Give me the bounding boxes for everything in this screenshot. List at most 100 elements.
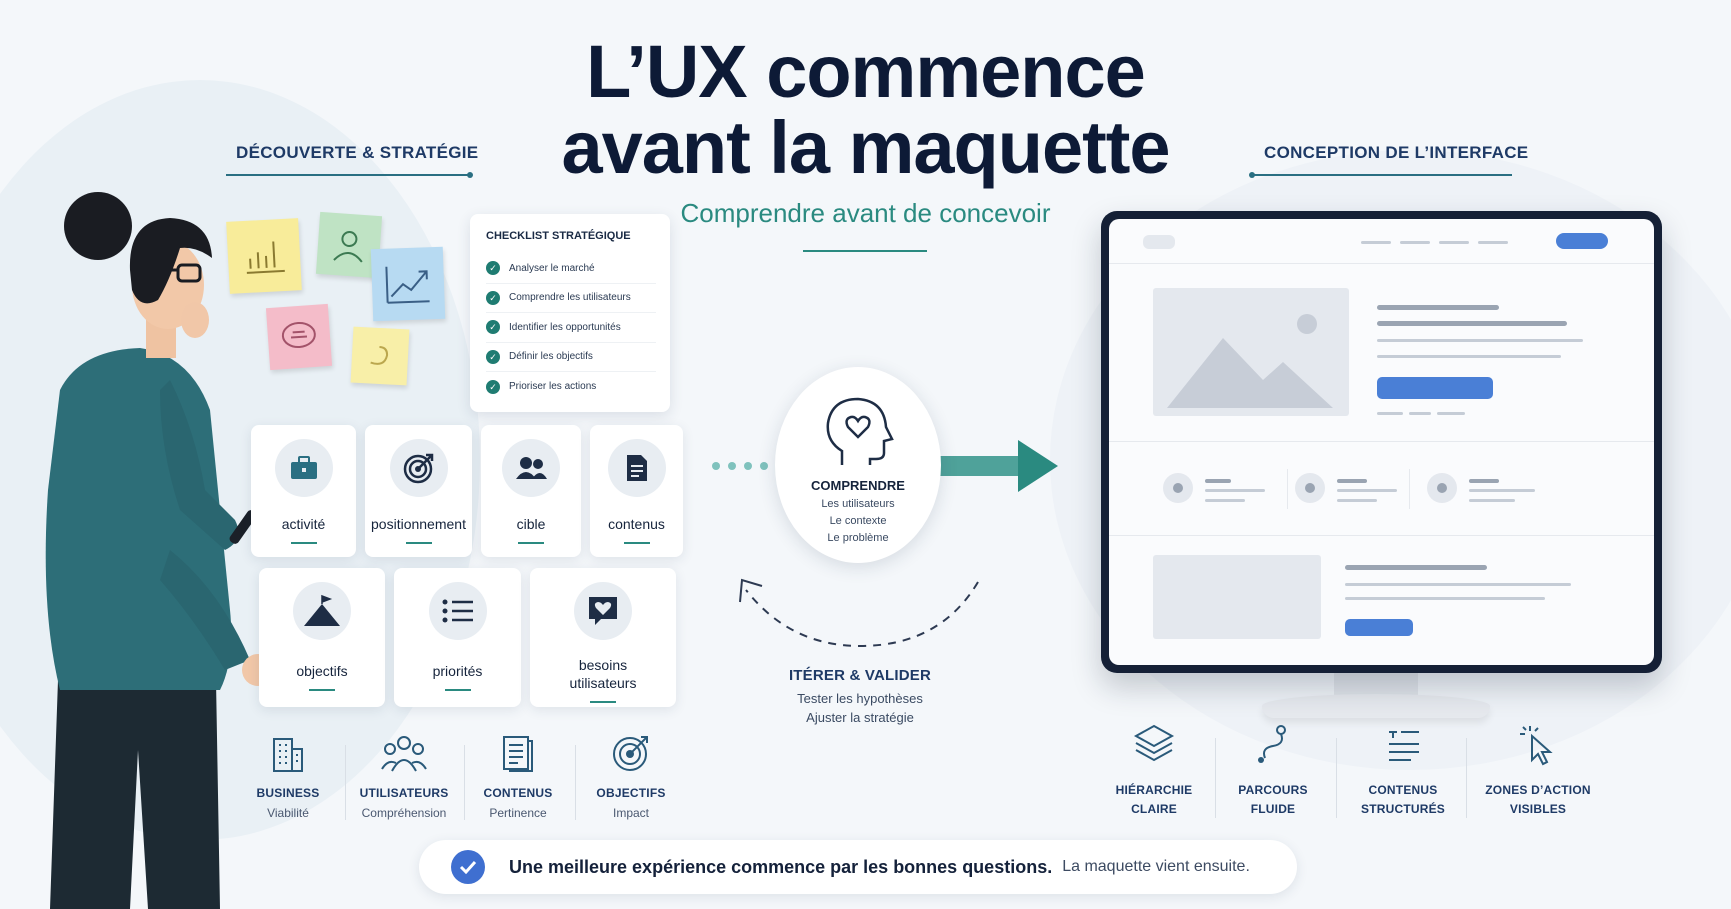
sticky-note-speech [265, 303, 333, 371]
woman-illustration [45, 192, 274, 909]
comprendre-title: COMPRENDRE [811, 478, 905, 493]
mock-divider [1109, 535, 1654, 536]
divider [1466, 738, 1467, 818]
mock-hero-image [1153, 288, 1349, 416]
card-positionnement[interactable]: positionnement [365, 425, 472, 557]
mock-text [1437, 412, 1465, 415]
checklist-item[interactable]: ✓Comprendre les utilisateurs [486, 284, 656, 313]
pillar-title: BUSINESS [256, 786, 320, 800]
checklist-item-label: Comprendre les utilisateurs [509, 292, 631, 304]
comprendre-line: Les utilisateurs [821, 498, 895, 510]
card-label: activité [281, 516, 326, 532]
mock-logo [1143, 235, 1175, 249]
card-besoins-utilisateurs[interactable]: besoins utilisateurs [530, 568, 676, 707]
card-cible[interactable]: cible [481, 425, 581, 557]
pillar-subtitle: Compréhension [361, 806, 447, 820]
pillar-subtitle: Impact [612, 806, 649, 820]
mock-heading [1377, 321, 1567, 326]
cursor-click-icon [1520, 726, 1553, 766]
divider [1336, 738, 1337, 818]
card-label: priorités [432, 663, 483, 679]
check-icon [451, 850, 485, 884]
mock-heading [1377, 305, 1499, 310]
left-section-heading: DÉCOUVERTE & STRATÉGIE [236, 143, 479, 162]
pillar-title: CONTENUS [483, 786, 553, 800]
mock-text [1469, 499, 1515, 502]
iterer-line: Tester les hypothèses [797, 691, 923, 706]
briefcase-icon [274, 439, 333, 497]
title-line-2: avant la maquette [561, 106, 1170, 189]
check-icon: ✓ [486, 261, 500, 276]
mock-divider [1109, 441, 1654, 442]
card-activite[interactable]: activité [251, 425, 356, 557]
mock-button [1345, 619, 1413, 636]
pillar-contenus: CONTENUS Pertinence [463, 733, 573, 820]
card-underline [518, 542, 544, 544]
banner-main-text: Une meilleure expérience commence par le… [509, 856, 1053, 877]
divider [464, 745, 465, 820]
mock-text [1377, 412, 1403, 415]
list-icon [428, 582, 487, 640]
card-label: objectifs [296, 663, 348, 679]
card-priorites[interactable]: priorités [394, 568, 521, 707]
checklist-item[interactable]: ✓Identifier les opportunités [486, 313, 656, 343]
bar-chart-icon [246, 241, 285, 274]
card-label: besoins utilisateurs [569, 657, 637, 691]
checklist-item[interactable]: ✓ Définir les objectifs [486, 343, 656, 372]
mock-text [1337, 499, 1377, 502]
mock-text [1377, 339, 1583, 342]
mock-feature-icon [1295, 473, 1325, 503]
mock-divider [1109, 263, 1654, 264]
layers-icon [1133, 724, 1175, 762]
mock-nav-item [1361, 241, 1391, 244]
flow-arrow [712, 440, 1058, 492]
building-icon [273, 738, 303, 772]
mock-nav-item [1478, 241, 1508, 244]
mock-text [1409, 412, 1431, 415]
feature-line: FLUIDE [1250, 802, 1296, 816]
pillar-utilisateurs: UTILISATEURS Compréhension [349, 733, 459, 820]
group-icon [381, 736, 427, 772]
target-icon [613, 736, 648, 771]
feature-line: CLAIRE [1131, 802, 1177, 816]
feature-line: HIÉRARCHIE [1115, 783, 1193, 797]
subtitle: Comprendre avant de concevoir [680, 198, 1051, 228]
right-section-line [1252, 174, 1512, 176]
left-section-dot [467, 172, 473, 178]
card-underline [290, 542, 317, 544]
document-icon [607, 439, 666, 497]
speech-bubble-icon [281, 321, 316, 349]
checklist-item-label: Identifier les opportunités [509, 321, 621, 333]
sticky-note-blank [350, 326, 410, 386]
sticky-note-chart [226, 218, 302, 294]
divider [345, 745, 346, 820]
card-underline [444, 689, 471, 691]
mock-nav-item [1439, 241, 1469, 244]
users-icon [502, 439, 560, 497]
sticky-note-user [315, 211, 383, 279]
left-section-line [226, 174, 470, 176]
checklist-item[interactable]: ✓Prioriser les actions [486, 372, 656, 402]
card-contenus[interactable]: contenus [590, 425, 683, 557]
mock-text [1337, 479, 1367, 483]
mock-feature-icon [1163, 473, 1193, 503]
user-icon [333, 231, 363, 263]
card-objectifs[interactable]: objectifs [259, 568, 385, 707]
feature-hierarchie: HIÉRARCHIE CLAIRE [1089, 722, 1219, 819]
mock-heading [1345, 565, 1487, 570]
pillar-business: BUSINESS Viabilité [233, 733, 343, 820]
iteration-loop-arrow [739, 578, 979, 648]
checklist-item[interactable]: ✓Analyser le marché [486, 254, 656, 284]
mock-text [1345, 583, 1571, 586]
bottom-banner: Une meilleure expérience commence par le… [419, 840, 1297, 894]
checklist-item-label: Définir les objectifs [509, 351, 593, 363]
subtitle-underline [803, 250, 927, 252]
mock-text [1469, 479, 1499, 483]
text-structure-icon [1389, 731, 1419, 761]
monitor-base [1262, 694, 1490, 718]
path-icon [1258, 725, 1286, 763]
feature-line: CONTENUS [1368, 783, 1438, 797]
check-icon: ✓ [486, 349, 500, 364]
